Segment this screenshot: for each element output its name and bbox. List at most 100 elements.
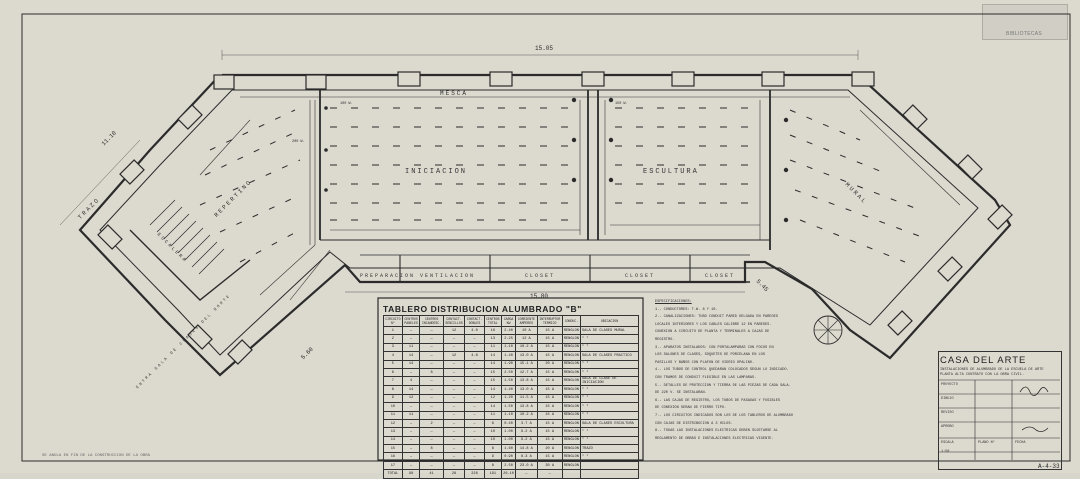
table-cell: —: [515, 469, 538, 479]
table-cell: 10.2 A: [515, 342, 538, 353]
table-cell: 12.7 A: [515, 367, 538, 378]
table-cell: 10: [483, 427, 502, 437]
lamp-label: 200 W.: [292, 140, 305, 144]
table-cell: 1.10: [500, 410, 517, 420]
library-stamp: [982, 4, 1068, 40]
room-label-iniciacion: INICIACION: [405, 168, 468, 176]
table-cell: 8: [419, 367, 444, 378]
table-cell: —: [442, 402, 466, 412]
table-cell: " ": [580, 427, 639, 437]
table-cell: 6: [383, 367, 403, 378]
title-block: [938, 351, 1062, 470]
stair-treads: [149, 199, 225, 275]
table-cell: —: [442, 444, 466, 454]
table-header-cell: INTERRUPTOR TERMICO: [536, 315, 563, 327]
table-cell: 23.0 A: [515, 460, 538, 471]
table-cell: 26.10: [500, 469, 517, 479]
table-cell: 12: [483, 393, 502, 404]
table-cell: —: [464, 402, 485, 412]
table-cell: —: [419, 427, 444, 437]
table-cell: RENGLON: [561, 402, 582, 412]
note-line: 4.- LOS TUBOS DE CONTROL QUEDARAN COLOCA…: [655, 368, 789, 373]
table-header-cell: CONTACT. SENCILLOS: [442, 315, 466, 327]
table-cell: —: [401, 418, 421, 429]
table-cell: —: [536, 469, 563, 479]
note-line: 3.- APARATOS INSTALADOS: CON PORTALAMPAR…: [655, 345, 774, 350]
lamp-row-escultura: [615, 107, 755, 204]
table-cell: SALA DE CLASE DE INICIACION: [580, 376, 639, 387]
table-cell: —: [419, 435, 444, 446]
note-line: 1.- CONDUCTORES: T.W. 8 Y 10.: [655, 307, 718, 312]
table-cell: RENGLON: [561, 342, 582, 353]
room-label-closet-1: CLOSET: [525, 273, 556, 279]
dim-bottom-mid: 15.80: [530, 293, 549, 300]
table-cell: —: [401, 334, 421, 344]
table-cell: 11: [483, 410, 502, 420]
table-cell: —: [419, 351, 444, 361]
tb-field-fecha: FECHA: [1015, 441, 1026, 445]
table-cell: —: [464, 393, 485, 404]
table-cell: 15 A: [536, 342, 563, 353]
table-cell: 5: [383, 359, 403, 369]
table-cell: 2.50: [500, 460, 517, 471]
table-cell: 14: [383, 435, 403, 446]
table-cell: " ": [580, 342, 639, 353]
table-cell: 4.0: [464, 325, 485, 336]
table-cell: 28: [442, 469, 466, 479]
table-cell: 14: [401, 359, 421, 369]
stair-outline: [129, 229, 251, 301]
table-header-cell: UBICACION: [580, 315, 639, 327]
table-cell: [580, 460, 639, 471]
table-header-cell: CONDUC.: [561, 315, 582, 327]
table-cell: " ": [580, 367, 639, 378]
table-cell: RENGLON: [561, 325, 582, 336]
table-cell: " ": [580, 334, 639, 344]
room-label-mesa: MESCA: [440, 90, 469, 97]
table-header-cell: CENTROS TOTAL: [483, 315, 502, 327]
table-cell: —: [401, 402, 421, 412]
table-cell: 14: [401, 351, 421, 361]
table-cell: —: [419, 376, 444, 387]
table-cell: 13: [383, 427, 403, 437]
library-stamp-text: BIBLIOTECAS: [1005, 31, 1043, 37]
table-cell: —: [464, 410, 485, 420]
footer-note: SE ANULA EN FIN DE LA CONSTRUCCION DE LA…: [42, 454, 151, 458]
table-cell: 15 A: [536, 367, 563, 378]
table-cell: 13.8 A: [515, 376, 538, 387]
table-cell: 13: [483, 334, 502, 344]
lamp-row-mural: [789, 109, 931, 263]
table-cell: —: [464, 452, 485, 462]
table-cell: 13.0 A: [515, 351, 538, 361]
note-line: CONEXION A CIRCUITO DE PLANTA Y TERMINAL…: [655, 330, 770, 335]
sheet-number: A-4-33: [1038, 463, 1060, 470]
note-line: 6.- LAS CAJAS DE REGISTRO, LOS TUBOS DE …: [655, 398, 781, 403]
table-cell: —: [442, 418, 466, 429]
lamp-row-iniciacion: [330, 107, 570, 221]
tb-field-proyecto: PROYECTO: [941, 383, 958, 387]
table-cell: RENGLON: [561, 351, 582, 361]
table-cell: 9: [383, 393, 403, 404]
table-cell: —: [442, 334, 466, 344]
note-line: CON CAJAS DE DISTRIBUCION A 3 HILOS.: [655, 421, 733, 426]
table-cell: RENGLON: [561, 418, 582, 429]
lamp-label: 150 W.: [615, 102, 628, 106]
table-cell: —: [442, 385, 466, 395]
table-cell: 8: [383, 385, 403, 395]
table-cell: " ": [580, 402, 639, 412]
table-cell: RENGLON: [561, 452, 582, 462]
note-line: 2.- CANALIZACIONES: TUBO CONDUIT PARED D…: [655, 315, 778, 320]
table-cell: —: [442, 376, 466, 387]
table-cell: —: [419, 334, 444, 344]
table-cell: —: [401, 325, 421, 336]
table-cell: 15 A: [536, 393, 563, 404]
table-cell: 6: [483, 418, 502, 429]
notes-title: ESPECIFICACIONES:: [655, 300, 692, 304]
table-cell: —: [464, 376, 485, 387]
